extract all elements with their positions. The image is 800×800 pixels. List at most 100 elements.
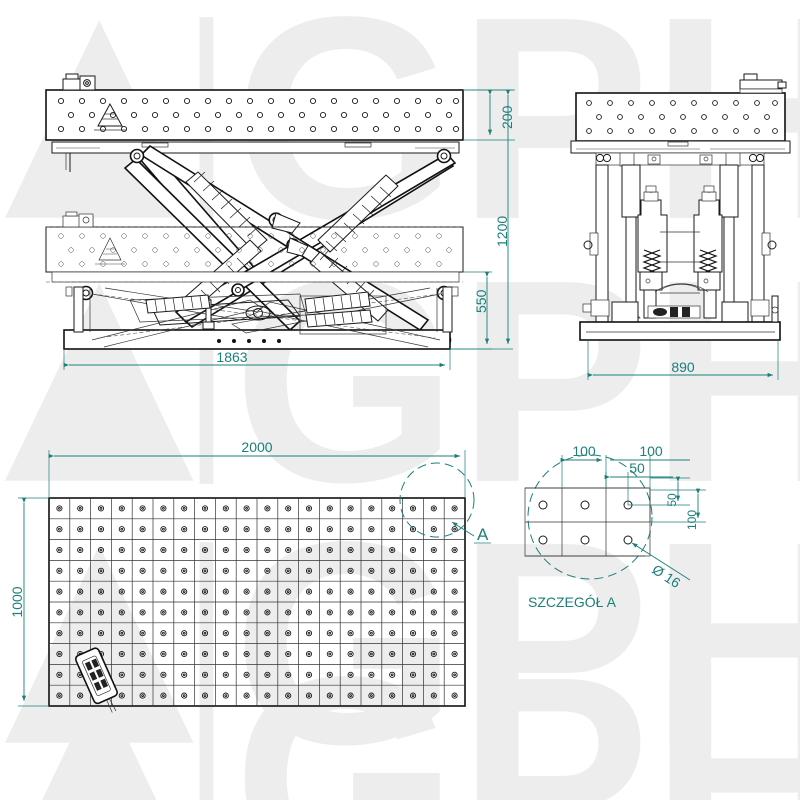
- plan-hole: [305, 546, 313, 554]
- plan-hole: [201, 588, 209, 595]
- plan-hole: [181, 505, 188, 512]
- plan-hole: [409, 567, 417, 574]
- plan-hole-centre: [182, 590, 186, 593]
- plan-hole-centre: [307, 527, 311, 531]
- plan-hole-centre: [432, 631, 436, 635]
- plan-hole-centre: [432, 507, 436, 510]
- plan-hole: [389, 671, 396, 678]
- plan-hole: [181, 567, 188, 574]
- plan-hole: [181, 692, 188, 699]
- dimension-offset-y: 50: [628, 476, 690, 507]
- plan-hole: [222, 588, 229, 595]
- plan-hole-centre: [99, 569, 103, 573]
- plan-hole: [264, 526, 271, 533]
- plan-hole: [451, 546, 458, 554]
- plan-hole: [243, 650, 250, 658]
- plan-hole-centre: [266, 590, 269, 593]
- plan-hole: [139, 567, 146, 574]
- mid-platform-hole-row-1: [58, 233, 442, 239]
- plan-hole-centre: [349, 527, 352, 531]
- plan-hole-centre: [307, 590, 311, 593]
- plan-hole-centre: [453, 548, 456, 552]
- plan-hole: [264, 546, 271, 554]
- plan-grid: [49, 498, 465, 706]
- plan-hole: [56, 650, 63, 658]
- front-power-unit: [739, 73, 787, 94]
- plan-hole: [201, 671, 209, 678]
- plan-hole-centre: [453, 569, 456, 573]
- plan-hole: [77, 546, 84, 554]
- plan-hole-centre: [349, 611, 352, 614]
- plan-hole: [118, 650, 125, 658]
- plan-hole-centre: [203, 673, 207, 677]
- dim-value-100-right: 100: [639, 443, 663, 459]
- plan-hole: [285, 630, 292, 637]
- plan-hole: [222, 692, 229, 699]
- plan-hole: [285, 671, 292, 678]
- plan-hole: [430, 546, 437, 554]
- dim-value-50-x: 50: [629, 460, 645, 476]
- plan-hole: [409, 609, 417, 616]
- plan-hole: [222, 609, 229, 616]
- plan-hole: [77, 505, 84, 512]
- plan-hole-centre: [390, 507, 394, 510]
- plan-hole: [305, 588, 313, 595]
- plan-hole: [139, 505, 146, 512]
- plan-hole-centre: [203, 631, 207, 635]
- plan-hole-centre: [203, 569, 207, 573]
- plan-hole: [56, 567, 63, 574]
- dimension-mid-height: 550: [450, 271, 492, 350]
- plan-hole-centre: [370, 631, 373, 635]
- plan-hole-centre: [411, 611, 415, 614]
- plan-hole: [347, 671, 354, 678]
- plan-hole-centre: [162, 652, 165, 656]
- plan-hole: [347, 505, 354, 512]
- plan-hole-centre: [453, 694, 456, 697]
- plan-hole: [118, 630, 125, 637]
- plan-hole: [285, 546, 292, 554]
- plan-view: A 2000 1000: [9, 439, 491, 713]
- plan-hole: [97, 630, 105, 637]
- plan-hole: [139, 692, 146, 699]
- plan-hole-centre: [162, 548, 165, 552]
- plan-hole: [305, 671, 313, 678]
- plan-hole-centre: [120, 652, 124, 656]
- plan-hole: [243, 609, 250, 616]
- dim-value-100-left: 100: [572, 443, 596, 459]
- dim-value-890: 890: [671, 359, 695, 375]
- plan-hole: [451, 505, 458, 512]
- plan-hole-centre: [390, 652, 394, 656]
- plan-hole: [305, 692, 313, 699]
- plan-hole: [56, 671, 63, 678]
- plan-hole: [160, 630, 167, 637]
- plan-hole: [77, 692, 84, 699]
- plan-hole-centre: [411, 631, 415, 635]
- plan-hole: [264, 609, 271, 616]
- plan-hole-centre: [182, 548, 186, 552]
- plan-hole-centre: [307, 507, 311, 510]
- plan-hole: [430, 650, 437, 658]
- plan-hole: [326, 567, 333, 574]
- plan-hole: [222, 650, 229, 658]
- plan-hole: [77, 609, 84, 616]
- plan-hole: [139, 588, 146, 595]
- plan-hole-centre: [58, 507, 61, 510]
- plan-hole: [451, 567, 458, 574]
- plan-hole: [118, 505, 125, 512]
- plan-hole: [97, 546, 105, 554]
- dim-value-1863: 1863: [216, 349, 247, 365]
- plan-hole-centre: [307, 611, 311, 614]
- plan-hole: [409, 630, 417, 637]
- plan-hole-centre: [328, 569, 332, 573]
- plan-hole: [201, 505, 209, 512]
- plan-hole: [368, 692, 375, 699]
- dim-value-2000: 2000: [241, 439, 272, 455]
- plan-hole-centre: [58, 590, 61, 593]
- dimension-pitch-x-left: 100: [560, 443, 607, 488]
- plan-hole-centre: [328, 590, 332, 593]
- plan-hole-centre: [370, 569, 373, 573]
- plan-hole-centre: [162, 611, 165, 614]
- plan-hole-centre: [453, 590, 456, 593]
